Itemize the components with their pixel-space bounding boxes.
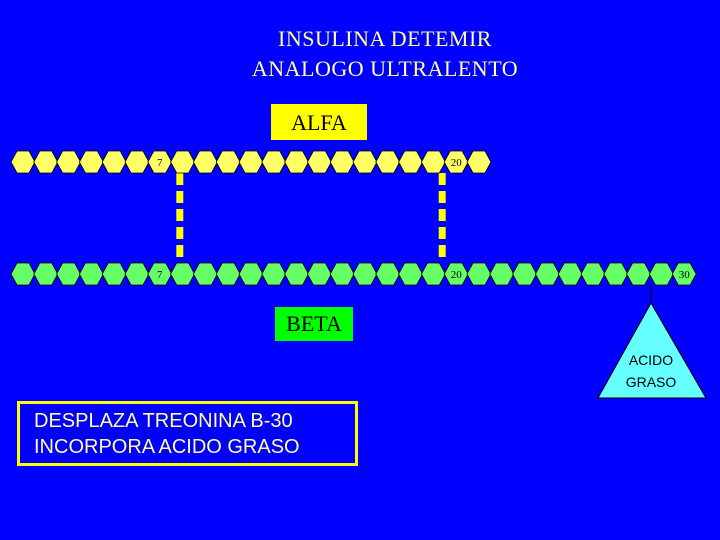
beta-residue-18 [398, 262, 424, 286]
beta-position-30-label: 30 [679, 269, 691, 281]
alfa-residue-10 [215, 150, 241, 174]
alfa-chain: 7 20 [10, 150, 492, 174]
note-line-2: INCORPORA ACIDO GRASO [34, 436, 300, 458]
beta-residue-27 [603, 262, 629, 286]
beta-residue-13 [284, 262, 310, 286]
beta-residue-16 [352, 262, 378, 286]
beta-residue-3 [56, 262, 82, 286]
alfa-residue-3 [56, 150, 82, 174]
alfa-residue-16 [352, 150, 378, 174]
alfa-residue-12 [261, 150, 287, 174]
fatty-acid-label-line-2: GRASO [625, 374, 677, 390]
alfa-residue-5 [101, 150, 127, 174]
beta-chain: 7 20 30 [10, 262, 697, 286]
beta-residue-1 [10, 262, 36, 286]
beta-residue-14 [306, 262, 332, 286]
beta-residue-17 [375, 262, 401, 286]
alfa-residue-1 [10, 150, 36, 174]
beta-residue-26 [580, 262, 606, 286]
beta-residue-25 [557, 262, 583, 286]
beta-residue-22 [489, 262, 515, 286]
alfa-residue-18 [398, 150, 424, 174]
alfa-residue-17 [375, 150, 401, 174]
beta-residue-28 [626, 262, 652, 286]
beta-residue-2 [33, 262, 59, 286]
beta-residue-19 [420, 262, 446, 286]
beta-label: BETA [275, 307, 353, 341]
fatty-acid-triangle [597, 301, 707, 399]
alfa-residue-6 [124, 150, 150, 174]
alfa-label: ALFA [271, 104, 367, 140]
beta-residue-15 [329, 262, 355, 286]
alfa-residue-19 [420, 150, 446, 174]
note-line-1: DESPLAZA TREONINA B-30 [34, 410, 293, 432]
alfa-residue-11 [238, 150, 264, 174]
disulfide-bridges [176, 173, 446, 263]
beta-residue-8 [170, 262, 196, 286]
alfa-residue-4 [78, 150, 104, 174]
beta-residue-9 [192, 262, 218, 286]
beta-residue-4 [78, 262, 104, 286]
alfa-position-20-label: 20 [451, 157, 463, 169]
alfa-residue-2 [33, 150, 59, 174]
beta-residue-10 [215, 262, 241, 286]
beta-residue-21 [466, 262, 492, 286]
beta-position-7-label: 7 [157, 269, 163, 281]
beta-residue-12 [261, 262, 287, 286]
alfa-residue-9 [192, 150, 218, 174]
alfa-residue-8 [170, 150, 196, 174]
beta-residue-6 [124, 262, 150, 286]
beta-position-20-label: 20 [451, 269, 463, 281]
beta-residue-11 [238, 262, 264, 286]
beta-residue-23 [512, 262, 538, 286]
alfa-residue-15 [329, 150, 355, 174]
title-line-1: INSULINA DETEMIR [278, 26, 492, 51]
beta-residue-29 [648, 262, 674, 286]
alfa-residue-14 [306, 150, 332, 174]
title-line-2: ANALOGO ULTRALENTO [251, 56, 519, 81]
alfa-position-7-label: 7 [157, 157, 163, 169]
alfa-residue-13 [284, 150, 310, 174]
beta-residue-5 [101, 262, 127, 286]
beta-residue-30 [671, 262, 697, 286]
beta-residue-24 [534, 262, 560, 286]
note-box: DESPLAZA TREONINA B-30 INCORPORA ACIDO G… [17, 401, 358, 466]
fatty-acid-label-line-1: ACIDO [628, 352, 674, 368]
alfa-residue-21 [466, 150, 492, 174]
